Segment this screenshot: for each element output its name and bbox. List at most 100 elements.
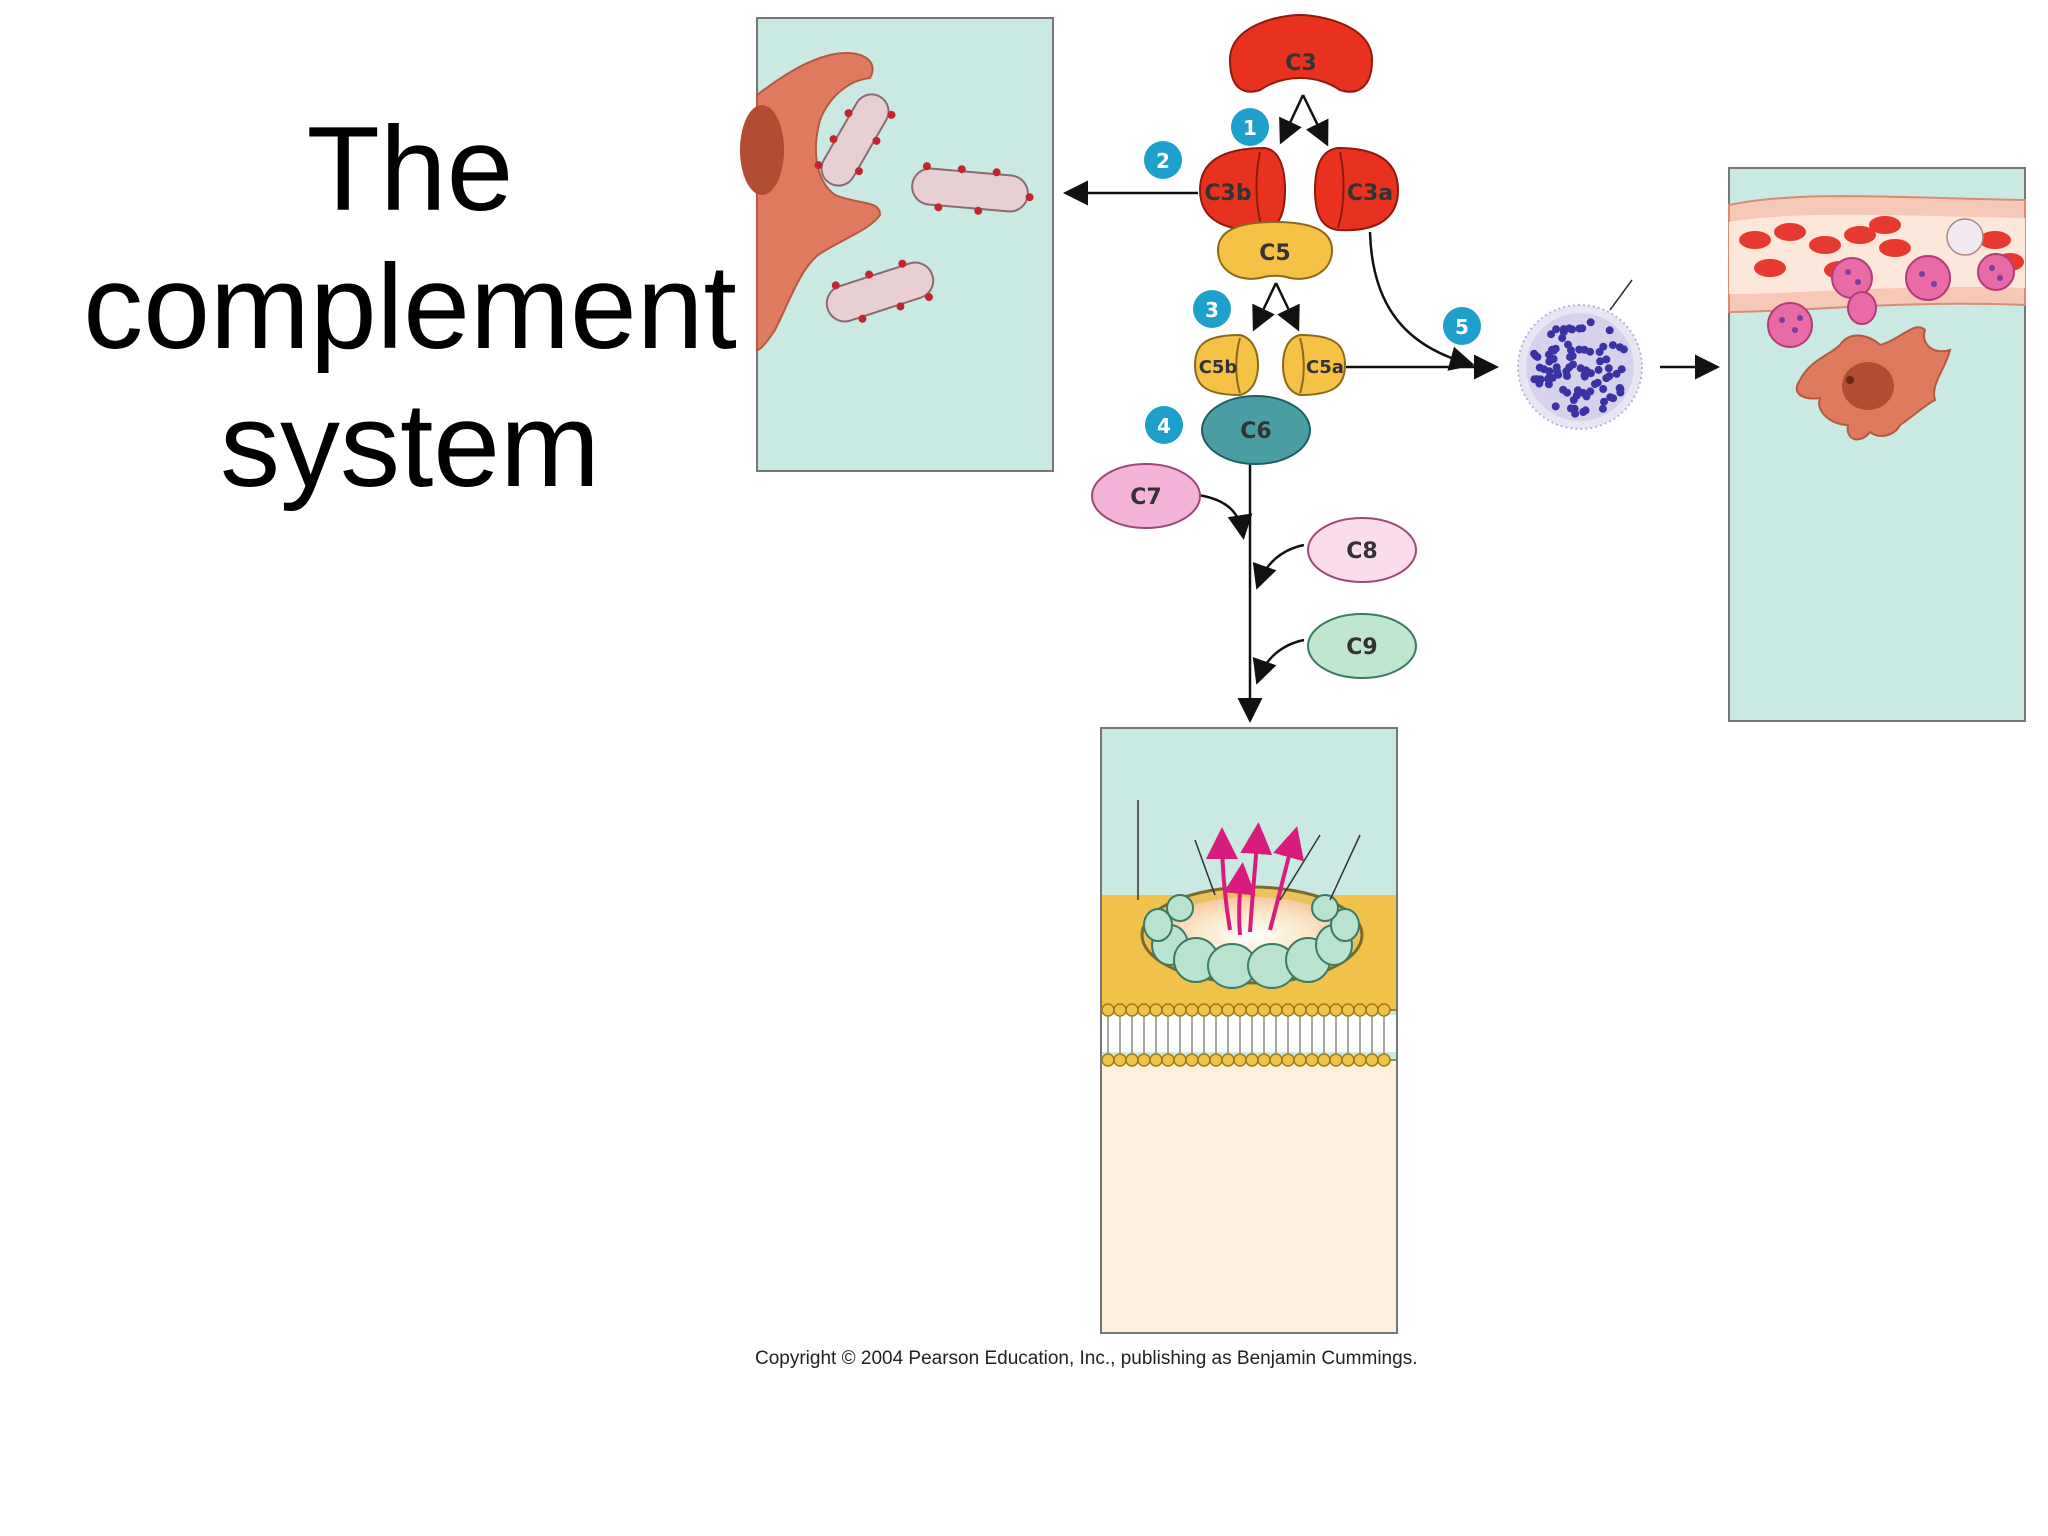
lipid-head (1197, 1003, 1211, 1017)
svg-text:1: 1 (1243, 116, 1257, 140)
lipid-head (1209, 1003, 1223, 1017)
svg-text:2: 2 (1156, 149, 1170, 173)
granule (1575, 324, 1584, 333)
c5a-label: C5a (1306, 357, 1344, 378)
c3b-protein: C3b (1198, 146, 1287, 232)
granule (1530, 375, 1539, 384)
lipid-head (1245, 1003, 1259, 1017)
c3a-protein: C3a (1313, 146, 1400, 232)
lipid-head (1317, 1003, 1331, 1017)
mast-cell-granulocyte (1517, 279, 1643, 430)
step-2-badge: 2 (1144, 141, 1182, 179)
step-3-badge: 3 (1193, 290, 1231, 328)
granule (1576, 364, 1585, 373)
granule (1552, 325, 1561, 334)
c5b-label: C5b (1199, 357, 1238, 378)
lipid-head (1365, 1003, 1379, 1017)
lipid-head (1293, 1053, 1307, 1067)
title-line-1: The (306, 102, 514, 236)
lipid-head (1269, 1053, 1283, 1067)
granule (1602, 374, 1611, 383)
granule (1558, 334, 1567, 343)
granule (1553, 367, 1562, 376)
bacterium (911, 162, 1034, 215)
granule (1586, 318, 1595, 327)
lipid-head (1101, 1003, 1115, 1017)
lipid-head (1329, 1003, 1343, 1017)
macrophage-nucleus (740, 105, 784, 195)
lysis-panel (1100, 727, 1398, 1334)
lipid-head (1137, 1053, 1151, 1067)
title-line-3: system (219, 378, 601, 512)
granule (1572, 391, 1581, 400)
lipid-head (1365, 1053, 1379, 1067)
c6-label: C6 (1240, 419, 1271, 444)
granule (1581, 406, 1590, 415)
granule (1535, 363, 1544, 372)
step-badges: 1 2 3 4 5 (1144, 108, 1481, 444)
c5b-protein: C5b (1193, 333, 1260, 397)
c5-label: C5 (1259, 241, 1290, 266)
lipid-head (1293, 1003, 1307, 1017)
lipid-head (1257, 1003, 1271, 1017)
lipid-head (1377, 1053, 1391, 1067)
granule (1602, 355, 1611, 364)
lipid-head (1125, 1003, 1139, 1017)
c9-label: C9 (1346, 635, 1377, 660)
granule (1545, 357, 1554, 366)
lipid-head (1305, 1053, 1319, 1067)
lipid-head (1245, 1053, 1259, 1067)
granule (1536, 375, 1545, 384)
lipid-head (1185, 1053, 1199, 1067)
bacterium (814, 93, 896, 187)
granule (1579, 388, 1588, 397)
granule (1551, 402, 1560, 411)
c5-protein: C5 (1216, 220, 1334, 280)
lipid-head (1209, 1053, 1223, 1067)
inflammation-panel (1728, 167, 2026, 722)
mast-cell (1946, 218, 1984, 256)
step-1-badge: 1 (1231, 108, 1269, 146)
c9-protein: C9 (1307, 613, 1417, 679)
lipid-head (1341, 1003, 1355, 1017)
c8-protein: C8 (1307, 517, 1417, 583)
lipid-head (1113, 1003, 1127, 1017)
neutrophils (1767, 253, 2015, 348)
lipid-head (1281, 1003, 1295, 1017)
c7-protein: C7 (1091, 463, 1201, 529)
lipid-head (1197, 1053, 1211, 1067)
lipid-head (1305, 1003, 1319, 1017)
granule (1563, 388, 1572, 397)
granule (1615, 343, 1624, 352)
lipid-head (1161, 1003, 1175, 1017)
granule (1580, 345, 1589, 354)
granule (1609, 394, 1618, 403)
c5a-protein: C5a (1281, 333, 1347, 397)
pore-complex (1137, 800, 1364, 989)
granule (1590, 380, 1599, 389)
granule (1608, 341, 1617, 350)
step-4-badge: 4 (1145, 406, 1183, 444)
c3b-label: C3b (1204, 181, 1251, 206)
granule (1612, 369, 1621, 378)
granule (1545, 367, 1554, 376)
title-line-2: complement (83, 240, 737, 374)
lipid-head (1329, 1053, 1343, 1067)
svg-text:3: 3 (1205, 298, 1219, 322)
lipid-head (1353, 1053, 1367, 1067)
granule (1594, 365, 1603, 374)
granule (1568, 325, 1577, 334)
copyright-notice: Copyright © 2004 Pearson Education, Inc.… (755, 1348, 1418, 1369)
granule (1547, 330, 1556, 339)
granule (1617, 365, 1626, 374)
granule (1566, 353, 1574, 362)
lipid-head (1173, 1053, 1187, 1067)
lipid-head (1161, 1053, 1175, 1067)
lipid-head (1377, 1003, 1391, 1017)
lipid-head (1281, 1053, 1295, 1067)
lipid-head (1317, 1053, 1331, 1067)
c8-label: C8 (1346, 539, 1377, 564)
lipid-head (1257, 1053, 1271, 1067)
lipid-head (1353, 1003, 1367, 1017)
